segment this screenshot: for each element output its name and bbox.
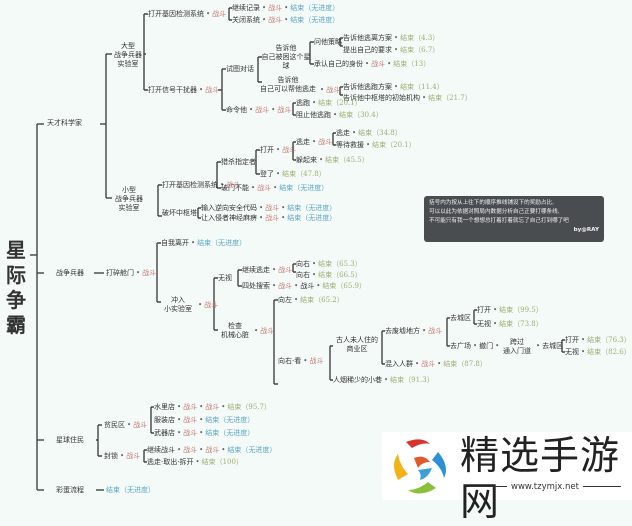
node-try-talk: 试图对话 (226, 65, 254, 73)
node-go-right2: 向右•结束（66.5） (296, 271, 362, 279)
node-crowd: 混入人群•战斗•结束（87.8） (385, 360, 487, 368)
node-war-weapon: 战争兵器 (56, 269, 84, 277)
node-ignore: 无视 (218, 274, 232, 282)
node-tell-escape-plan: 告诉他逃离方案•结束（4.3） (343, 34, 440, 42)
node-escape2: 逃走•结束（34.8） (336, 129, 402, 137)
node-rush-tag: •战斗 (198, 301, 219, 309)
node-abandoned: 去废墟地方•战斗 (385, 327, 443, 335)
node-water-shop: 水里店•战斗•战斗•结束（95.7） (154, 403, 272, 411)
node-continue-fight: 继续战斗•战斗•战斗•结束（无进度） (147, 446, 277, 454)
node-close-system: 关闭系统•战斗•结束（无进度） (232, 16, 340, 24)
node-small-lab: 小型 战争兵器 实验室 (115, 186, 143, 212)
node-raise-demand: 提出自己的要求•结束（6.7） (343, 46, 440, 54)
node-alley: 人烟稀少的小巷•结束（91.3） (333, 376, 434, 384)
author-note: 括号内为按从上往下的顺序推线铺设下的奖励占比, 可以以此为依据对照局内数据分析自… (424, 196, 604, 242)
node-tell-help-escape: 告诉他 自己可以帮他逃走 (260, 76, 316, 93)
node-weapon-shop: 武器店•战斗•结束（无进度） (154, 429, 255, 437)
node-door: 登了•结束（47.8） (260, 170, 326, 178)
node-open: 打开•战斗 (260, 146, 297, 154)
node-left: 向左•结束（65.2） (278, 296, 344, 304)
watermark-title: 精选手游网 (460, 434, 621, 525)
node-right-look: 向右·看•战斗 (278, 357, 324, 365)
node-easter-end: 结束（无进度） (106, 486, 155, 494)
note-line-3: 不可能只有我一个想想总打着打着就忘了自己打到哪了吧 (429, 218, 569, 224)
node-clothes-shop: 服装店•战斗•结束（无进度） (154, 416, 255, 424)
node-easter-egg: 彩蛋流程 (56, 486, 84, 494)
node-enter-code: 输入逆向安全代码•战斗•结束（无进度） (201, 204, 337, 212)
node-tell-trapped: 告诉他 自己被困这个星球 (261, 44, 311, 70)
node-big-lab: 大型 战争兵器 实验室 (114, 42, 142, 68)
node-ignore2: 无视•结束（82.6） (565, 348, 631, 356)
node-kill-target: 猎杀指定者 (221, 158, 256, 166)
node-blockade: 封锁•战斗 (104, 452, 141, 460)
node-big-city: 去城区 (450, 314, 471, 322)
node-hide: 躲起来•结束（45.5） (296, 156, 369, 164)
node-escape-path: 逃走·取出·拆开•结束（100） (147, 458, 243, 466)
node-stop-escape: 阻止他逃跑•结束（30.4） (296, 111, 383, 119)
node-ask-strategy: 问他策略 (314, 38, 342, 46)
node-help-escape-tag: •战斗 (320, 86, 341, 94)
node-to-city: •去城区 (536, 342, 564, 350)
node-rush-lab: 冲入 小实验室 (164, 296, 192, 313)
node-break-door: 打碎舱门•战斗 (106, 269, 157, 277)
pinwheel-logo-icon (394, 439, 446, 494)
node-tell-plan2: 告诉他逃跑方案•结束（11.4） (343, 83, 444, 91)
node-continue-log: 继续记录•战斗•结束（无进度） (232, 4, 340, 12)
node-cannot-open: 破门不能•战斗•结束（无进度） (221, 184, 329, 192)
node-open1: 打开•结束（99.5） (477, 306, 543, 314)
node-open-defense: 打开基因检测系统•战斗 (148, 10, 227, 18)
node-open-defense-small: 打开基因检测系统•战斗 (162, 181, 241, 189)
node-destroy-core: 破坏中枢塔 (162, 209, 197, 217)
node-ignore1: 无视•结束（73.8） (477, 320, 543, 328)
node-admit-identity: 承认自己的身份•战斗•结束（13） (314, 60, 431, 68)
node-scientist: 天才科学家 (47, 119, 82, 127)
node-tell-secret: 告诉他中枢塔的初始机构•结束（21.7） (343, 94, 472, 102)
connector-lines (30, 7, 565, 491)
node-flee: 逃跑•结束（20.1） (296, 99, 362, 107)
node-check-core-tag: •战斗 (254, 327, 275, 335)
note-line-1: 括号内为按从上往下的顺序推线铺设下的奖励占比, (429, 200, 554, 206)
node-open-signal: 打开信号干扰器•战斗 (148, 86, 220, 94)
root-title: 星际争霸 (6, 238, 26, 337)
node-search-around: 四处搜索•战斗•战斗•结束（65.9） (242, 282, 367, 290)
mind-map: 星际争霸 天才科学家 大型 战争兵器 实验室 打开基因检测系统•战斗 继续记录•… (0, 0, 632, 500)
node-escape: 逃走•战斗 (296, 138, 333, 146)
node-slums: 贫民区•战斗 (104, 421, 148, 429)
node-go-right: 向右•结束（65.3） (296, 260, 362, 268)
node-continue-escape: 继续逃走•战斗 (242, 266, 293, 274)
watermark-url: www.tzymjx.net (460, 482, 630, 492)
node-planet-residents: 星球住民 (56, 436, 84, 444)
note-line-2: 可以以此为依据对照局内数据分析自己正要打哪条线, (429, 209, 560, 215)
node-check-core: 检查 机械心脏 (221, 322, 249, 339)
node-stop-infect: 让入侵者神经麻痹•战斗•结束（无进度） (201, 214, 337, 222)
note-signature: by@RAY (573, 227, 599, 233)
node-open2: 打开•结束（76.3） (565, 336, 631, 344)
node-enter-gate: 跨过 通入门道 (503, 338, 531, 355)
node-ancient-area: 古人未人住的 商业区 (336, 336, 378, 353)
watermark-logo: 精选手游网 www.tzymjx.net (382, 432, 632, 525)
node-leave-self: 自我离开•结束（无进度） (161, 239, 247, 247)
node-wait-rescue: 等待救援•结束（20.1） (336, 141, 416, 149)
node-go-plaza: 去广场•撤门• (450, 342, 500, 350)
node-command: 命令他•战斗•战斗 (226, 106, 292, 114)
